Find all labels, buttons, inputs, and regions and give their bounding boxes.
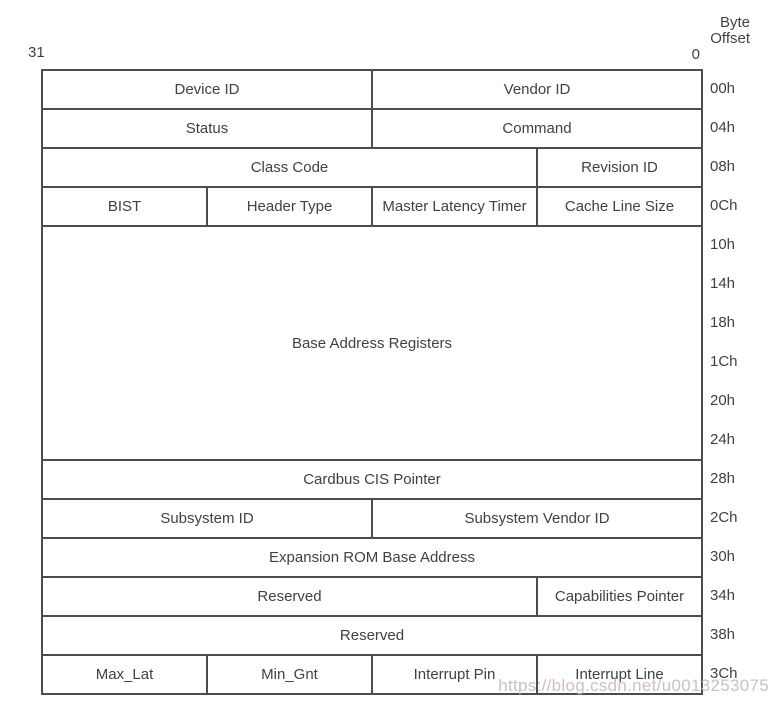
register-cell: Header Type bbox=[206, 186, 373, 227]
register-cell: Subsystem ID bbox=[41, 498, 373, 539]
register-cell: Command bbox=[371, 108, 703, 149]
byte-offset-value: 18h bbox=[710, 314, 736, 331]
byte-offset-value: 38h bbox=[710, 626, 736, 643]
register-cell: Expansion ROM Base Address bbox=[41, 537, 703, 578]
register-row: Expansion ROM Base Address bbox=[41, 537, 703, 578]
register-cell: Cache Line Size bbox=[536, 186, 703, 227]
register-cell: Interrupt Pin bbox=[371, 654, 538, 695]
byte-offset-value: 28h bbox=[710, 470, 736, 487]
bit-index-31: 31 bbox=[28, 44, 45, 61]
register-cell: Capabilities Pointer bbox=[536, 576, 703, 617]
byte-offset-value: 0Ch bbox=[710, 197, 738, 214]
register-cell: Status bbox=[41, 108, 373, 149]
byte-offset-value: 3Ch bbox=[710, 665, 738, 682]
register-cell: BIST bbox=[41, 186, 208, 227]
byte-offset-header: Byte Offset bbox=[710, 15, 750, 47]
register-row: Cardbus CIS Pointer bbox=[41, 459, 703, 500]
register-cell: Max_Lat bbox=[41, 654, 208, 695]
register-cell: Min_Gnt bbox=[206, 654, 373, 695]
byte-offset-value: 20h bbox=[710, 392, 736, 409]
register-cell: Reserved bbox=[41, 576, 538, 617]
register-cell: Reserved bbox=[41, 615, 703, 656]
byte-offset-value: 2Ch bbox=[710, 509, 738, 526]
byte-offset-value: 10h bbox=[710, 236, 736, 253]
byte-offset-value: 14h bbox=[710, 275, 736, 292]
byte-offset-value: 34h bbox=[710, 587, 736, 604]
byte-offset-value: 04h bbox=[710, 119, 736, 136]
byte-offset-column: 00h 04h 08h 0Ch 10h 14h 18h 1Ch 20h 24h 28h 2Ch 30h 3… bbox=[710, 69, 738, 693]
byte-offset-value: 08h bbox=[710, 158, 736, 175]
register-cell: Device ID bbox=[41, 69, 373, 110]
register-cell: Base Address Registers bbox=[41, 225, 703, 461]
register-cell: Revision ID bbox=[536, 147, 703, 188]
watermark-url: https://blog.csdn.net/u0013253075 bbox=[498, 676, 769, 695]
register-row: Base Address Registers bbox=[41, 225, 703, 461]
byte-offset-header-line1: Byte bbox=[719, 14, 750, 31]
bit-index-0: 0 bbox=[691, 46, 700, 63]
byte-offset-value: 00h bbox=[710, 80, 736, 97]
byte-offset-value: 1Ch bbox=[710, 353, 738, 370]
register-row: Reserved bbox=[41, 615, 703, 656]
byte-offset-value: 30h bbox=[710, 548, 736, 565]
register-cell: Cardbus CIS Pointer bbox=[41, 459, 703, 500]
byte-offset-header-line2: Offset bbox=[710, 30, 750, 47]
register-cell: Subsystem Vendor ID bbox=[371, 498, 703, 539]
register-cell: Interrupt Line bbox=[536, 654, 703, 695]
byte-offset-value: 24h bbox=[710, 431, 736, 448]
register-cell: Vendor ID bbox=[371, 69, 703, 110]
register-cell: Master Latency Timer bbox=[371, 186, 538, 227]
register-cell: Class Code bbox=[41, 147, 538, 188]
